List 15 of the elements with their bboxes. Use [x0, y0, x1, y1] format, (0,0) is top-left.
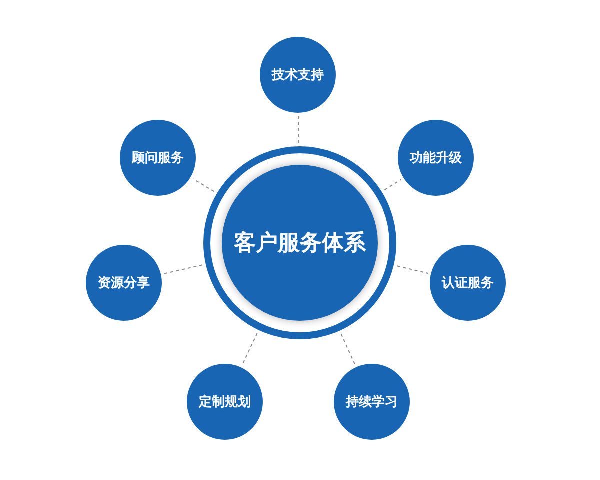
circle-label: 顾问服务: [132, 150, 184, 167]
circle-label: 技术支持: [272, 67, 324, 84]
circle-label: 客户服务体系: [234, 230, 366, 258]
connector-line: [163, 264, 203, 274]
connector-line: [298, 116, 300, 144]
connector-line: [396, 266, 429, 274]
circle-label: 持续学习: [346, 394, 398, 411]
circle-label: 认证服务: [442, 275, 494, 292]
circle-label: 定制规划: [199, 394, 251, 411]
circle-label: 功能升级: [410, 150, 462, 167]
connector-line: [384, 179, 402, 190]
connector-line: [340, 334, 356, 366]
connector-line: [242, 332, 258, 366]
connector-line: [192, 178, 215, 192]
circle-label: 资源分享: [98, 274, 150, 292]
